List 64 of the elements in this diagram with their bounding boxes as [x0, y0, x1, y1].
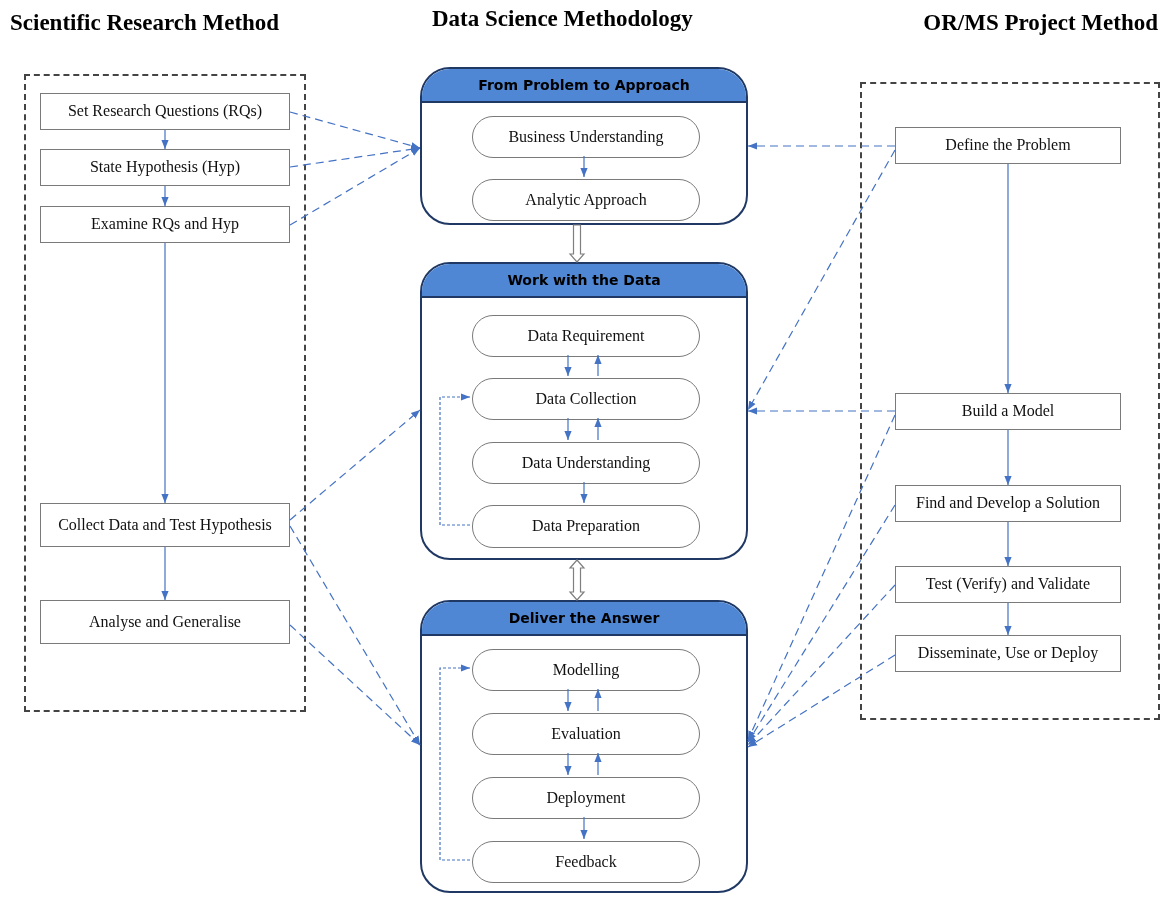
step-pill: Modelling — [472, 649, 700, 691]
step-pill: Analytic Approach — [472, 179, 700, 221]
step-pill: Business Understanding — [472, 116, 700, 158]
arrow — [594, 688, 602, 712]
arrow — [564, 354, 572, 377]
arrow — [161, 185, 169, 207]
column-heading: Scientific Research Method — [10, 10, 280, 36]
arrow — [1004, 521, 1012, 567]
arrow — [161, 546, 169, 601]
dashed-arrow — [747, 414, 896, 741]
dashed-arrow — [747, 407, 896, 415]
stage-panel — [420, 600, 748, 893]
arrow — [580, 155, 588, 178]
dashed-arrow — [289, 145, 421, 168]
arrow — [564, 752, 572, 776]
dashed-arrow — [289, 147, 421, 226]
step-pill: Feedback — [472, 841, 700, 883]
process-box: Build a Model — [895, 393, 1121, 430]
block-arrow — [568, 559, 586, 601]
arrow — [1004, 163, 1012, 394]
stage-panel — [420, 67, 748, 225]
arrow — [594, 417, 602, 441]
step-pill: Data Understanding — [472, 442, 700, 484]
dashed-arrow — [747, 504, 896, 743]
dashed-arrow — [747, 149, 896, 411]
step-pill: Evaluation — [472, 713, 700, 755]
arrow — [594, 354, 602, 377]
process-box: Find and Develop a Solution — [895, 485, 1121, 522]
process-box: Disseminate, Use or Deploy — [895, 635, 1121, 672]
arrow — [580, 816, 588, 840]
arrow — [594, 752, 602, 776]
step-pill: Data Preparation — [472, 505, 700, 548]
arrow — [564, 417, 572, 441]
process-box: Examine RQs and Hyp — [40, 206, 290, 243]
arrow — [1004, 602, 1012, 636]
step-pill: Deployment — [472, 777, 700, 819]
column-heading: OR/MS Project Method — [923, 10, 1158, 36]
process-box: State Hypothesis (Hyp) — [40, 149, 290, 186]
step-pill: Data Collection — [472, 378, 700, 420]
panel-header: From Problem to Approach — [422, 69, 746, 103]
dashed-arrow — [289, 409, 421, 521]
dashed-arrow — [289, 525, 421, 746]
column-heading: Data Science Methodology — [432, 6, 693, 32]
process-box: Define the Problem — [895, 127, 1121, 164]
arrow — [580, 481, 588, 504]
arrow — [1004, 429, 1012, 486]
process-box: Collect Data and Test Hypothesis — [40, 503, 290, 547]
arrow — [161, 129, 169, 150]
dashed-arrow — [289, 111, 421, 150]
step-pill: Data Requirement — [472, 315, 700, 357]
block-arrow — [568, 224, 586, 263]
panel-header: Deliver the Answer — [422, 602, 746, 636]
arrow — [161, 242, 169, 504]
arrow — [564, 688, 572, 712]
stage-panel — [420, 262, 748, 560]
process-box: Test (Verify) and Validate — [895, 566, 1121, 603]
process-box: Set Research Questions (RQs) — [40, 93, 290, 130]
dashed-arrow — [747, 142, 896, 150]
dashed-arrow — [439, 664, 471, 861]
dashed-arrow — [747, 654, 896, 748]
process-box: Analyse and Generalise — [40, 600, 290, 644]
dashed-arrow — [439, 393, 471, 526]
dashed-arrow — [747, 584, 896, 746]
panel-header: Work with the Data — [422, 264, 746, 298]
